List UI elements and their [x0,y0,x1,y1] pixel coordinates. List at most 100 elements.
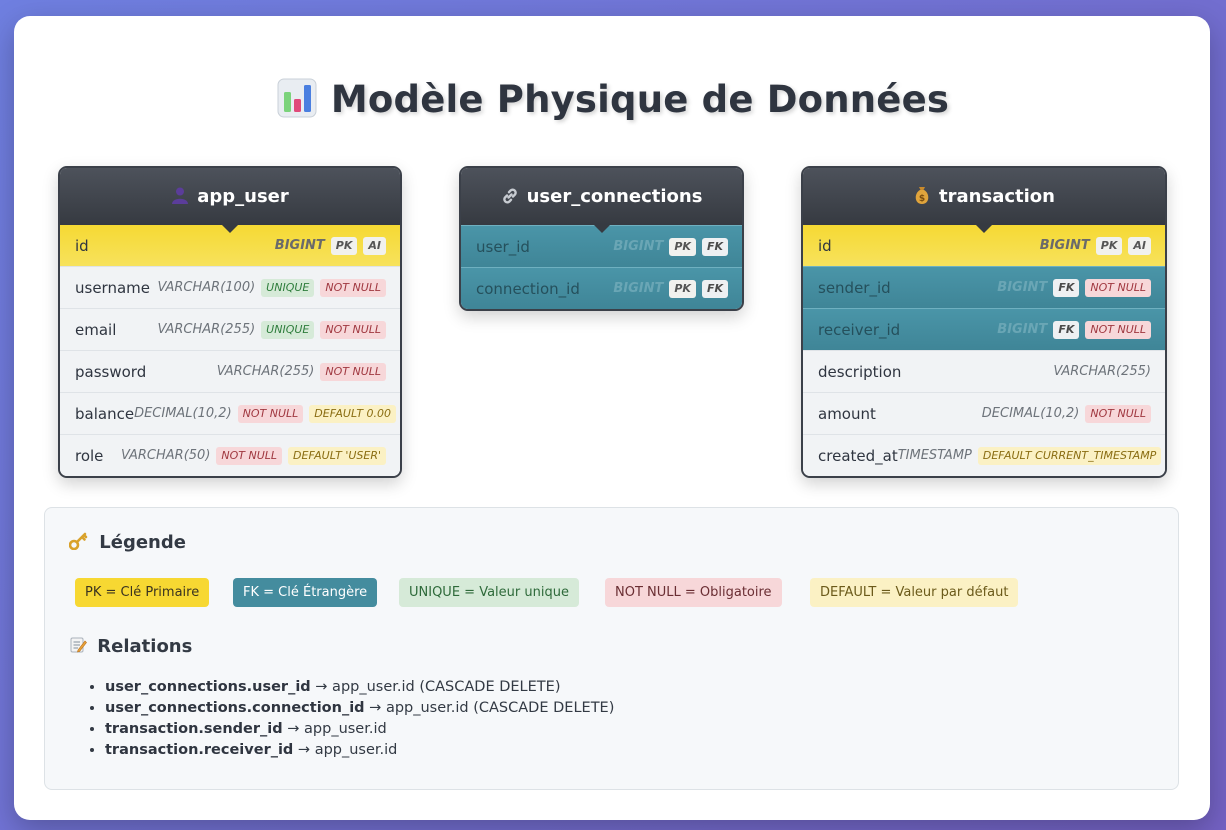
table-row: email VARCHAR(255) UNIQUE NOT NULL [60,308,400,350]
money-bag-icon: $ [913,168,931,226]
relations-list: user_connections.user_id → app_user.id (… [105,677,614,761]
relation-target: → app_user.id [293,742,398,758]
table-row: id BIGINT PK AI [60,225,400,266]
constraint-badge: NOT NULL [1085,278,1151,297]
column-type: BIGINT [1039,238,1090,253]
table-name: user_connections [526,186,703,207]
table-row: sender_id BIGINT FK NOT NULL [803,266,1165,308]
column-name: id [818,236,832,255]
memo-icon [69,636,93,657]
link-icon [501,168,519,226]
column-name: sender_id [818,278,891,297]
relation-target: → app_user.id (CASCADE DELETE) [310,679,561,695]
column-type: VARCHAR(255) [1053,364,1151,379]
column-type: BIGINT [997,280,1048,295]
column-name: user_id [476,237,530,256]
constraint-badge: PK [669,279,696,298]
column-name: username [75,278,150,297]
table-row: username VARCHAR(100) UNIQUE NOT NULL [60,266,400,308]
relation-item: user_connections.connection_id → app_use… [105,698,614,719]
column-type: BIGINT [274,238,325,253]
constraint-badge: DEFAULT CURRENT_TIMESTAMP [977,446,1162,465]
table-row: password VARCHAR(255) NOT NULL [60,350,400,392]
constraint-badge: FK [1053,320,1080,339]
column-name: description [818,362,902,381]
column-type: BIGINT [997,322,1048,337]
legend-heading: Légende [68,532,186,553]
legend-item: NOT NULL = Obligatoire [605,578,782,607]
constraint-badge: AI [363,236,386,255]
constraint-badge: PK [330,236,358,255]
column-name: receiver_id [818,320,901,339]
column-name: password [75,362,147,381]
svg-text:$: $ [919,194,925,204]
relation-source: user_connections.user_id [105,679,311,695]
table-rows: id BIGINT PK AI username VARCHAR(100) UNIQUE NO… [60,225,400,476]
user-icon [171,168,189,226]
column-type: BIGINT [613,281,664,296]
table-name: app_user [197,186,289,207]
relations-heading: Relations [69,636,192,657]
table-name: transaction [939,186,1055,207]
key-icon [68,532,95,553]
constraint-badge: PK [1095,236,1123,255]
table-row: connection_id BIGINT PK FK [461,267,742,309]
constraint-badge: FK [701,279,728,298]
table-header: app_user [60,168,400,233]
column-name: role [75,446,104,465]
column-name: created_at [818,446,898,465]
constraint-badge: NOT NULL [1085,404,1151,423]
constraint-badge: NOT NULL [1085,320,1151,339]
column-name: amount [818,404,876,423]
column-name: email [75,320,117,339]
relation-source: transaction.sender_id [105,721,283,737]
relation-item: user_connections.user_id → app_user.id (… [105,677,614,698]
column-type: DECIMAL(10,2) [134,406,232,421]
table-app-user: app_user id BIGINT PK AI username VARCHAR(100… [58,166,402,478]
page-title-text: Modèle Physique de Données [330,78,950,121]
column-type: DECIMAL(10,2) [981,406,1080,421]
column-type: VARCHAR(255) [216,364,315,379]
table-row: amount DECIMAL(10,2) NOT NULL [803,392,1165,434]
legend-item: DEFAULT = Valeur par défaut [810,578,1019,607]
relations-title: Relations [97,636,193,657]
constraint-badge: NOT NULL [320,362,386,381]
constraint-badge: NOT NULL [320,278,386,297]
column-type: VARCHAR(50) [121,448,211,463]
constraint-badge: FK [1053,278,1080,297]
relation-item: transaction.receiver_id → app_user.id [105,740,614,761]
constraint-badge: FK [701,237,728,256]
constraint-badge: UNIQUE [261,320,315,339]
legend-item: FK = Clé Étrangère [233,578,378,607]
legend-item: UNIQUE = Valeur unique [399,578,579,607]
table-header: user_connections [461,168,742,233]
relation-source: transaction.receiver_id [105,742,294,758]
table-header: $ transaction [803,168,1165,233]
relation-target: → app_user.id [282,721,387,737]
bar-chart-icon [277,78,317,127]
relation-target: → app_user.id (CASCADE DELETE) [364,700,615,716]
legend-panel: Légende PK = Clé Primaire FK = Clé Étrang… [44,507,1179,790]
column-name: id [75,236,89,255]
column-type: VARCHAR(100) [157,280,256,295]
relation-source: user_connections.connection_id [105,700,365,716]
column-type: BIGINT [613,239,664,254]
column-name: connection_id [476,279,580,298]
constraint-badge: NOT NULL [237,404,304,423]
column-type: TIMESTAMP [897,448,972,463]
column-name: balance [75,404,135,423]
legend-item: PK = Clé Primaire [75,578,210,607]
constraint-badge: PK [669,237,696,256]
table-row: description VARCHAR(255) [803,350,1165,392]
constraint-badge: AI [1128,236,1151,255]
constraint-badge: NOT NULL [216,446,283,465]
legend-title: Légende [99,532,186,553]
column-type: VARCHAR(255) [157,322,256,337]
constraint-badge: NOT NULL [320,320,386,339]
constraint-badge: UNIQUE [261,278,315,297]
